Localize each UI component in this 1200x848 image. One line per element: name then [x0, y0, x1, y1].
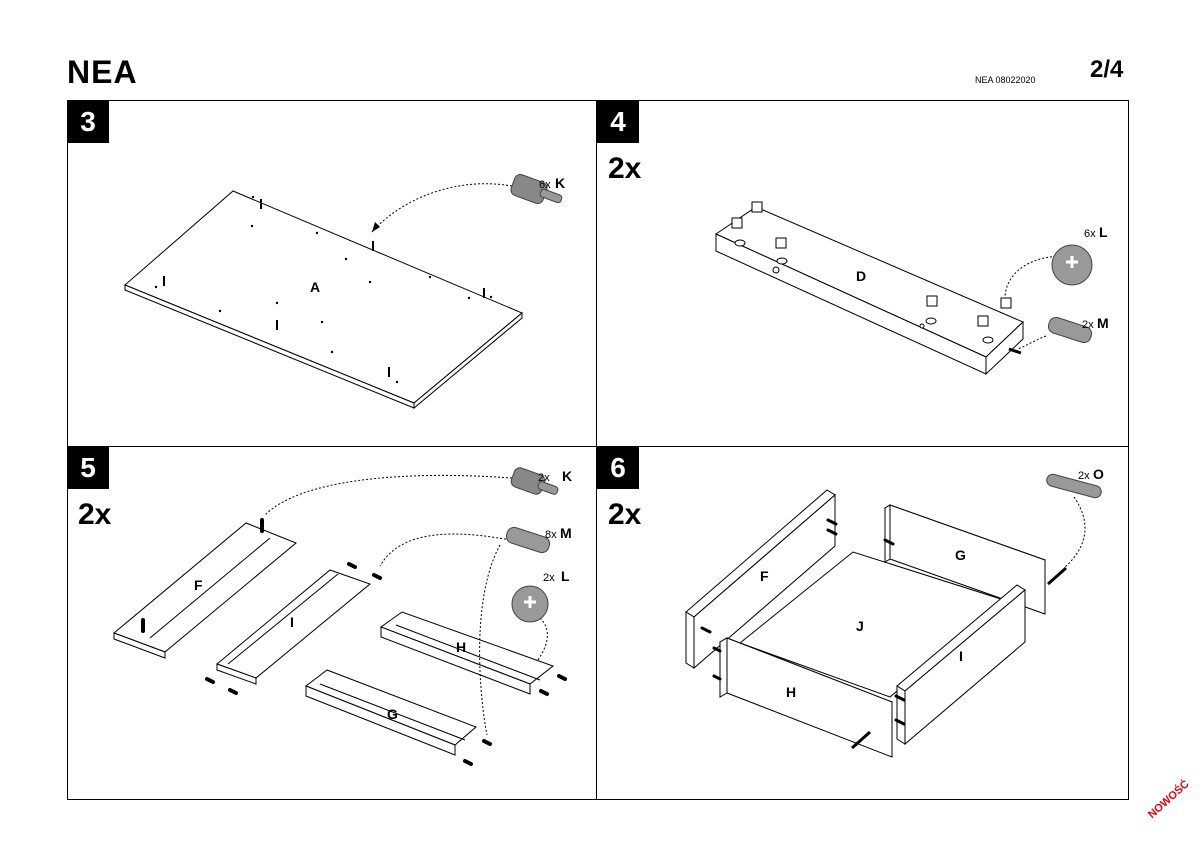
cam-bolt-marks	[163, 199, 485, 377]
part-label-d: D	[856, 268, 866, 284]
hardware-code: K	[555, 175, 565, 191]
hardware-count: 2x	[543, 572, 555, 584]
dowel-m-icon	[1047, 316, 1093, 344]
part-label-f: F	[194, 577, 203, 593]
screw-o-icon	[1046, 473, 1102, 499]
part-label-i: I	[290, 614, 294, 630]
part-label-h: H	[456, 639, 466, 655]
panel-g-shape	[304, 669, 477, 756]
quantity-multiplier: 2x	[608, 152, 642, 185]
hardware-code: M	[560, 525, 572, 541]
bolt-k-icon	[510, 174, 563, 204]
dowel-holes	[734, 239, 994, 344]
quantity-multiplier: 2x	[78, 498, 112, 531]
part-label-a: A	[310, 279, 320, 295]
panel-f-shape	[113, 522, 297, 659]
quantity-multiplier: 2x	[608, 498, 642, 531]
panel-h-shape	[718, 637, 894, 758]
screw-icon	[1047, 566, 1067, 586]
dowel-m-icon	[505, 526, 551, 554]
cam-lock-l-icon	[511, 585, 549, 623]
step-number-badge: 6	[597, 447, 639, 489]
hardware-code: K	[562, 468, 572, 484]
bolt-k-icon	[510, 467, 559, 495]
dowels	[141, 518, 567, 766]
hole-marks	[154, 195, 493, 384]
hardware-count: 2x	[1082, 319, 1094, 331]
step-number-badge: 3	[67, 101, 109, 143]
panel-d-shape	[714, 206, 1024, 376]
part-label-f: F	[760, 568, 769, 584]
hardware-count: 2x	[1078, 470, 1090, 482]
panel-h-shape	[379, 611, 555, 695]
hardware-code: L	[561, 568, 570, 584]
cam-lock-l-icon	[1051, 244, 1093, 286]
panel-g-shape	[883, 504, 1047, 615]
hardware-code: L	[1099, 224, 1108, 240]
part-label-g: G	[955, 547, 966, 563]
document-code: NEA 08022020	[975, 75, 1036, 85]
panel-f-shape	[685, 489, 836, 670]
step-number-badge: 4	[597, 101, 639, 143]
hardware-code: O	[1093, 466, 1104, 482]
cam-housings	[731, 201, 1012, 327]
step-number-badge: 5	[67, 447, 109, 489]
dowels	[700, 518, 906, 726]
part-label-h: H	[786, 684, 796, 700]
hardware-count: 6x	[1084, 228, 1096, 240]
panel-a-shape	[124, 190, 523, 410]
grid-divider-vertical	[596, 100, 597, 800]
panel-i-shape	[216, 569, 372, 685]
part-label-i: I	[959, 648, 963, 664]
part-label-j: J	[856, 618, 864, 634]
brand-title: NEA	[67, 54, 138, 90]
screw-icon	[851, 730, 871, 750]
grid-divider-horizontal	[67, 446, 1129, 447]
part-label-g: G	[387, 706, 398, 722]
hardware-count: 6x	[539, 179, 551, 191]
hardware-count: 2x	[538, 472, 550, 484]
page-number: 2/4	[1090, 56, 1124, 83]
hardware-code: M	[1097, 315, 1109, 331]
hardware-count: 8x	[545, 529, 557, 541]
